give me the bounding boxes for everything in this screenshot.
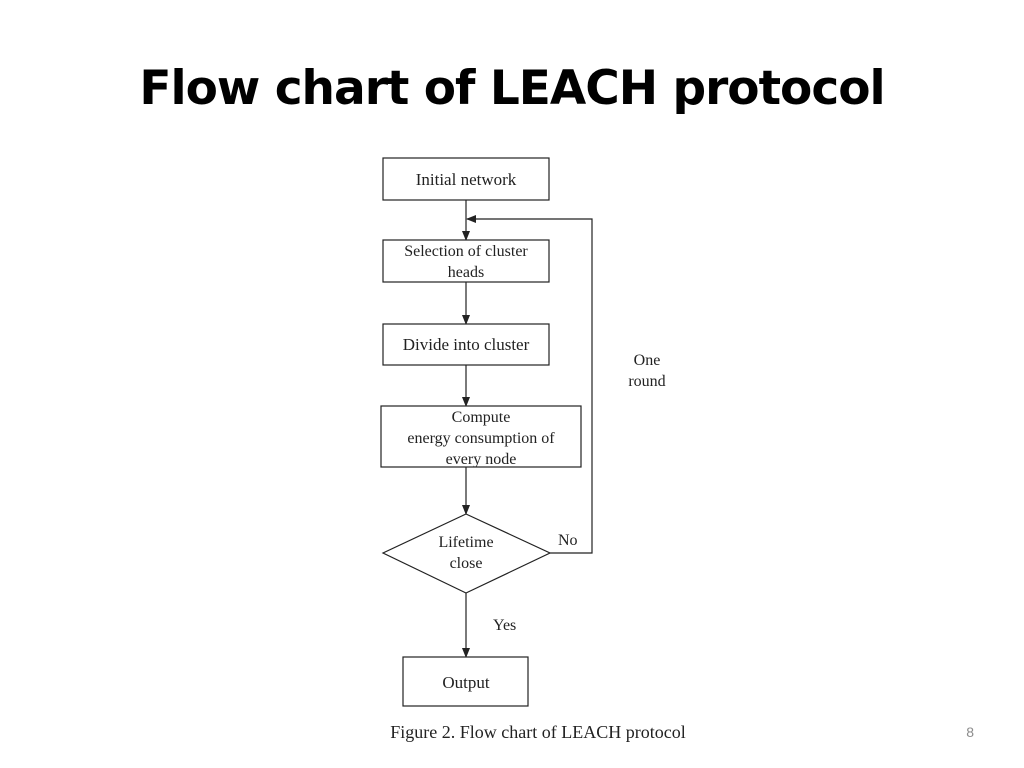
edge-label-no: No: [558, 532, 578, 549]
node-decision-diamond: [381, 513, 552, 594]
node-output-box: [402, 656, 529, 707]
node-initial-network-box: [382, 157, 550, 201]
node-divide-into-cluster: Divide into cluster: [382, 323, 550, 366]
node-decision-label-line2: close: [450, 555, 483, 572]
node-output: Output: [402, 656, 529, 707]
node-divide-label: Divide into cluster: [403, 335, 530, 354]
slide-title: Flow chart of LEACH protocol: [139, 61, 885, 116]
node-decision-lifetime: Lifetime close: [381, 513, 552, 594]
node-compute-label-line1: Compute: [452, 409, 511, 426]
node-compute-label-line2: energy consumption of: [407, 430, 555, 447]
node-compute-box: [380, 405, 582, 468]
node-selection-cluster-heads: Selection of cluster heads: [382, 239, 550, 283]
node-output-label: Output: [442, 673, 490, 692]
slide-number: 8: [966, 724, 974, 740]
node-decision-label-line1: Lifetime: [438, 534, 493, 551]
edge-label-yes: Yes: [493, 617, 516, 634]
edge-label-one-round-line1: One: [634, 352, 661, 369]
node-divide-box: [382, 323, 550, 366]
node-initial-network-label: Initial network: [416, 170, 517, 189]
node-initial-network: Initial network: [382, 157, 550, 201]
node-compute-label-line3: every node: [446, 451, 517, 468]
node-selection-label-line1: Selection of cluster: [404, 243, 528, 260]
node-selection-label-line2: heads: [448, 264, 484, 281]
arrow-no-loop-back: [466, 215, 593, 554]
figure-caption: Figure 2. Flow chart of LEACH protocol: [390, 722, 685, 742]
node-compute-energy: Compute energy consumption of every node: [380, 405, 582, 468]
edge-label-one-round-line2: round: [628, 373, 665, 390]
